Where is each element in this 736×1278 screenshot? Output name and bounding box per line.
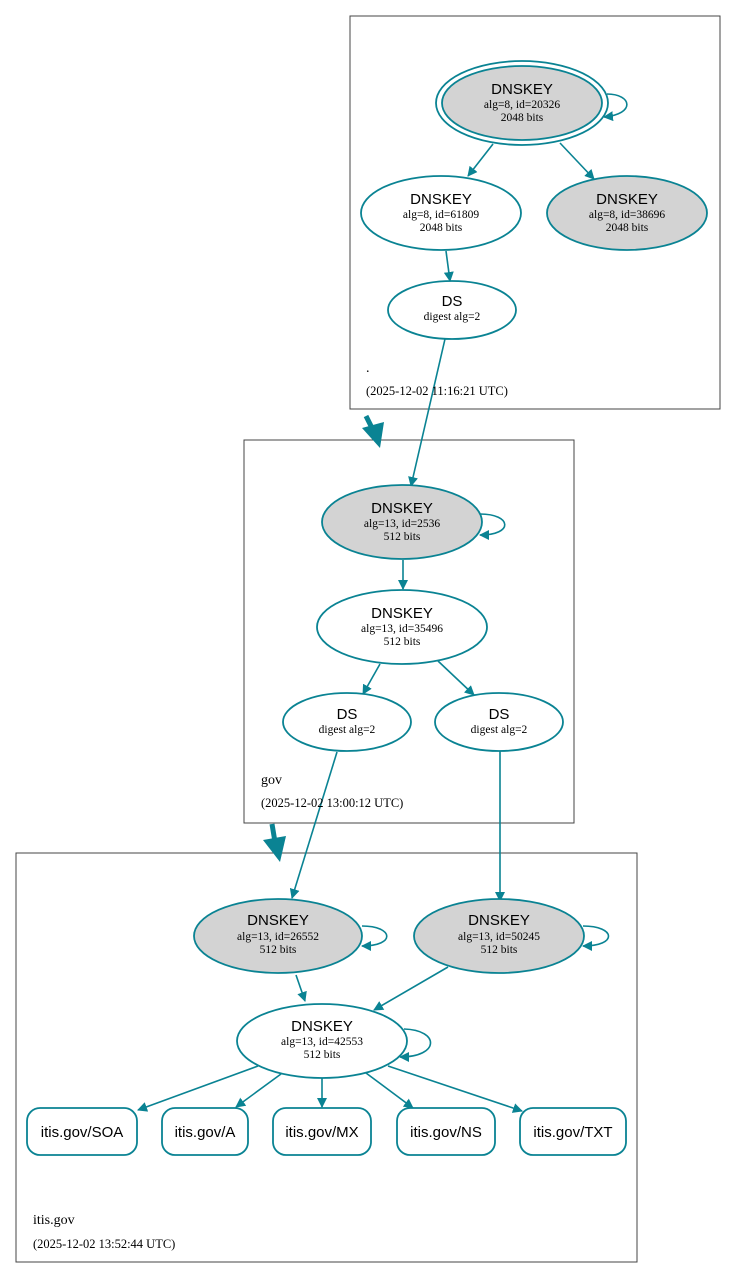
zone-itis-box	[15, 852, 638, 1263]
edge-root-ksk-to-zsk	[467, 143, 494, 177]
node-gov-ds1[interactable]: DS digest alg=2	[282, 692, 412, 752]
rrset-mx-label: itis.gov/MX	[285, 1124, 358, 1141]
zone-itis-name: itis.gov	[33, 1213, 75, 1228]
node-gov-ds2-type: DS	[489, 706, 510, 723]
node-itis-ksk2[interactable]: DNSKEY alg=13, id=50245 512 bits	[413, 898, 585, 974]
node-itis-ksk2-size: 512 bits	[481, 944, 518, 956]
edge-root-ksk-to-key3	[559, 142, 595, 180]
edge-itis-zsk-to-soa	[137, 1065, 259, 1112]
edge-itis-ksk1-self	[361, 925, 388, 951]
node-gov-ksk-type: DNSKEY	[371, 500, 433, 517]
node-root-zsk-type: DNSKEY	[410, 191, 472, 208]
node-gov-ds1-detail: digest alg=2	[319, 724, 376, 736]
edge-root-ds-to-gov-ksk	[408, 338, 446, 487]
node-gov-zsk-detail: alg=13, id=35496	[361, 623, 443, 635]
rrset-ns-label: itis.gov/NS	[410, 1124, 482, 1141]
node-root-key3-size: 2048 bits	[606, 222, 649, 234]
node-root-ksk-detail: alg=8, id=20326	[484, 99, 560, 111]
zone-root-timestamp: (2025-12-02 11:16:21 UTC)	[366, 384, 508, 398]
zone-itis-timestamp: (2025-12-02 13:52:44 UTC)	[33, 1237, 175, 1251]
node-root-ksk-type: DNSKEY	[491, 81, 553, 98]
node-itis-ksk1-size: 512 bits	[260, 944, 297, 956]
node-itis-zsk-detail: alg=13, id=42553	[281, 1036, 363, 1048]
edge-gov-ksk-self	[479, 513, 506, 540]
zone-root-name: .	[366, 361, 370, 376]
node-itis-ksk1[interactable]: DNSKEY alg=13, id=26552 512 bits	[193, 898, 363, 974]
node-root-key3[interactable]: DNSKEY alg=8, id=38696 2048 bits	[546, 175, 708, 251]
node-gov-ds1-type: DS	[337, 706, 358, 723]
edge-itis-zsk-to-ns	[365, 1072, 414, 1109]
node-itis-ksk1-detail: alg=13, id=26552	[237, 931, 319, 943]
edge-gov-ds1-to-itis-ksk1	[289, 751, 338, 899]
edge-itis-ksk2-self	[582, 925, 610, 951]
rrset-soa[interactable]: itis.gov/SOA	[26, 1107, 138, 1156]
node-root-zsk-size: 2048 bits	[420, 222, 463, 234]
edge-itis-zsk-to-a	[235, 1073, 282, 1108]
rrset-a-label: itis.gov/A	[175, 1124, 236, 1141]
rrset-soa-label: itis.gov/SOA	[41, 1124, 124, 1141]
rrset-txt-label: itis.gov/TXT	[533, 1124, 612, 1141]
node-root-ds-detail: digest alg=2	[424, 311, 481, 323]
zone-gov-timestamp: (2025-12-02 13:00:12 UTC)	[261, 796, 403, 810]
delegation-gov-to-itis-head	[263, 836, 286, 862]
node-itis-ksk1-type: DNSKEY	[247, 912, 309, 929]
node-root-key3-type: DNSKEY	[596, 191, 658, 208]
rrset-ns[interactable]: itis.gov/NS	[396, 1107, 496, 1156]
edge-itis-ksk1-to-zsk	[295, 974, 307, 1002]
node-root-ds-type: DS	[442, 293, 463, 310]
node-root-ksk-size: 2048 bits	[501, 112, 544, 124]
edge-itis-zsk-self	[399, 1028, 432, 1062]
node-gov-ds2-detail: digest alg=2	[471, 724, 528, 736]
node-root-key3-detail: alg=8, id=38696	[589, 209, 665, 221]
node-itis-zsk[interactable]: DNSKEY alg=13, id=42553 512 bits	[236, 1003, 408, 1079]
node-gov-ksk-size: 512 bits	[384, 531, 421, 543]
edge-itis-zsk-to-txt	[387, 1065, 523, 1113]
edge-root-ksk-self	[603, 93, 628, 122]
node-gov-zsk[interactable]: DNSKEY alg=13, id=35496 512 bits	[316, 589, 488, 665]
zone-root-box	[349, 15, 721, 410]
node-root-zsk[interactable]: DNSKEY alg=8, id=61809 2048 bits	[360, 175, 522, 251]
edge-root-zsk-to-ds	[443, 250, 454, 282]
edge-gov-zsk-to-ds1	[362, 663, 381, 695]
rrset-txt[interactable]: itis.gov/TXT	[519, 1107, 627, 1156]
node-gov-zsk-size: 512 bits	[384, 636, 421, 648]
node-itis-ksk2-type: DNSKEY	[468, 912, 530, 929]
node-gov-zsk-type: DNSKEY	[371, 605, 433, 622]
node-gov-ds2[interactable]: DS digest alg=2	[434, 692, 564, 752]
node-gov-ksk-detail: alg=13, id=2536	[364, 518, 440, 530]
rrset-a[interactable]: itis.gov/A	[161, 1107, 249, 1156]
edge-itis-ksk2-to-zsk	[373, 966, 449, 1011]
rrset-mx[interactable]: itis.gov/MX	[272, 1107, 372, 1156]
node-root-zsk-detail: alg=8, id=61809	[403, 209, 479, 221]
node-root-ksk[interactable]: DNSKEY alg=8, id=20326 2048 bits	[435, 60, 609, 146]
node-gov-ksk[interactable]: DNSKEY alg=13, id=2536 512 bits	[321, 484, 483, 560]
node-itis-ksk2-detail: alg=13, id=50245	[458, 931, 540, 943]
delegation-root-to-gov-head	[362, 422, 384, 448]
edge-gov-zsk-to-ds2	[437, 660, 475, 696]
zone-gov-box	[243, 439, 575, 824]
node-itis-zsk-type: DNSKEY	[291, 1018, 353, 1035]
node-root-ds[interactable]: DS digest alg=2	[387, 280, 517, 340]
zone-gov-name: gov	[261, 773, 282, 788]
node-itis-zsk-size: 512 bits	[304, 1049, 341, 1061]
